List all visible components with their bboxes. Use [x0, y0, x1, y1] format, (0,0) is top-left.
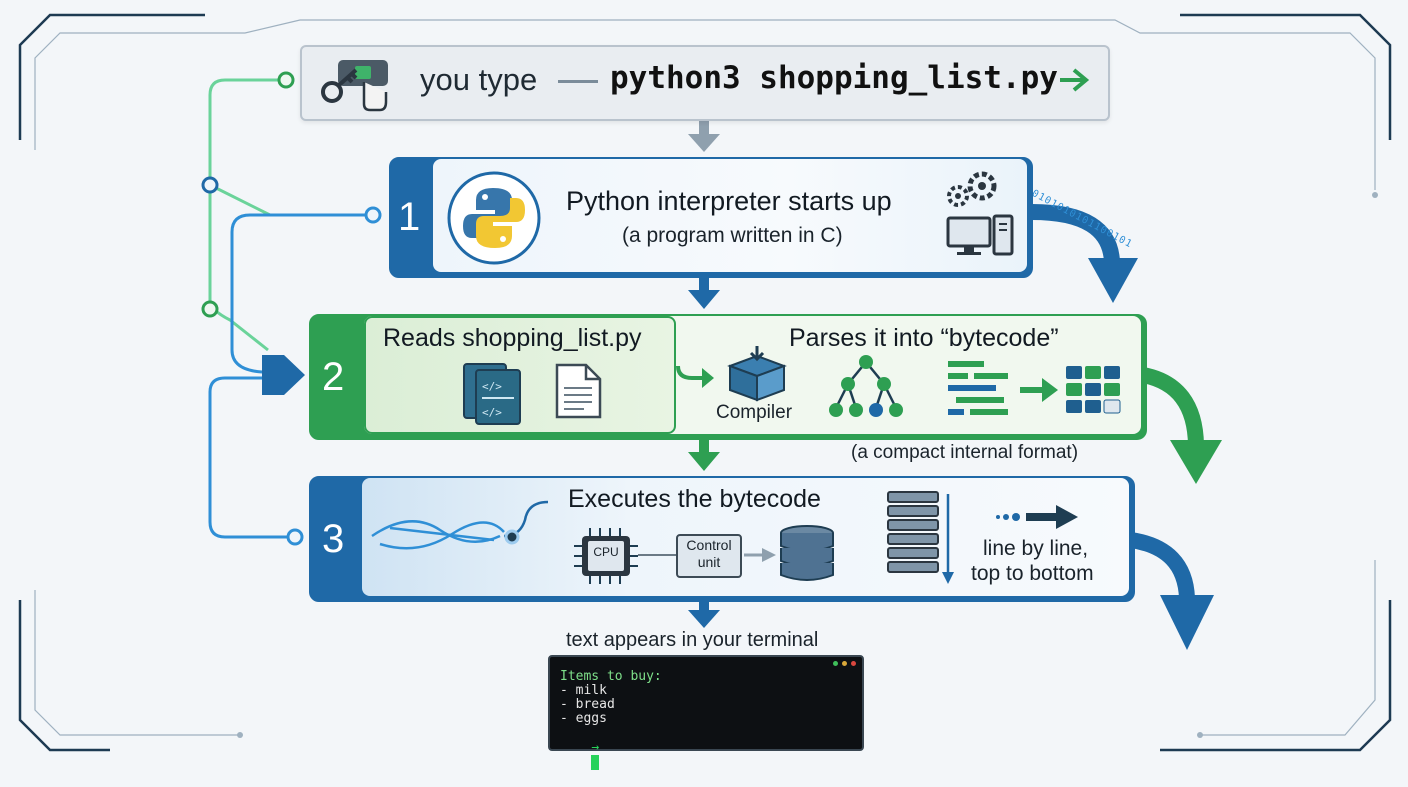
- terminal-dot-red: [851, 661, 856, 666]
- step-3-number: 3: [322, 517, 345, 561]
- step-1-number: 1: [398, 195, 421, 239]
- document-icon: [555, 363, 602, 419]
- instruction-stack-icon: [887, 491, 954, 584]
- terminal-prompt-arrow: →: [591, 740, 600, 755]
- bytecode-note: (a compact internal format): [851, 442, 1079, 463]
- command-code: python3 shopping_list.py: [610, 60, 1058, 96]
- terminal-line: - eggs: [560, 711, 607, 726]
- step-1-title: Python interpreter starts up: [566, 186, 892, 216]
- cpu-label: CPU: [593, 545, 619, 559]
- control-label-line-1: Control: [686, 537, 732, 553]
- svg-text:</>: </>: [482, 380, 502, 393]
- terminal-line: - milk: [560, 683, 607, 698]
- compiler-label: Compiler: [716, 402, 793, 423]
- terminal-prompt[interactable]: →: [560, 725, 600, 787]
- step-2-read-title: Reads shopping_list.py: [383, 324, 642, 352]
- signal-flow-icon: [371, 500, 549, 550]
- cpu-chip-icon: [574, 528, 638, 584]
- command-bar: [300, 45, 1110, 121]
- output-caption: text appears in your terminal: [566, 629, 819, 651]
- database-icon: [780, 525, 834, 581]
- order-line-2: top to bottom: [971, 562, 1094, 585]
- control-unit-box: [676, 534, 742, 578]
- command-prefix: you type: [420, 62, 538, 97]
- to-grid-arrow-icon: [1020, 378, 1058, 402]
- step-3-panel: [362, 478, 1129, 596]
- step-3-title: Executes the bytecode: [568, 485, 821, 513]
- compiler-box-icon: [727, 346, 787, 402]
- step-2-parse-title: Parses it into “bytecode”: [789, 324, 1059, 352]
- key-typing-icon: [321, 60, 388, 112]
- python-logo-icon: [447, 171, 541, 265]
- step-1-subtitle: (a program written in C): [622, 224, 843, 247]
- flow-arrows: [688, 118, 720, 628]
- connector-nodes: [201, 71, 382, 546]
- step-2-number: 2: [322, 355, 345, 399]
- syntax-tree-icon: [829, 355, 903, 417]
- arrow-right-icon: [1060, 68, 1090, 92]
- command-dash: [558, 80, 598, 83]
- computer-gears-icon: [946, 171, 1014, 256]
- parse-arrow-icon: [676, 365, 714, 388]
- code-file-icon: </> </>: [463, 363, 521, 425]
- control-unit-label: Control unit: [676, 537, 742, 571]
- terminal-cursor: [591, 755, 600, 770]
- bytecode-grid-icon: [1066, 366, 1121, 414]
- terminal-window: Items to buy: - milk - bread - eggs →: [548, 655, 864, 770]
- control-label-line-2: unit: [697, 554, 721, 570]
- cpu-to-control-line: [638, 554, 676, 556]
- terminal-line: Items to buy:: [560, 669, 662, 684]
- terminal-dot-green: [833, 661, 838, 666]
- bytecode-lines-icon: [948, 361, 1008, 415]
- terminal-controls: [833, 661, 856, 666]
- next-line-arrow-icon: [996, 505, 1078, 529]
- terminal-line: - bread: [560, 697, 615, 712]
- circuit-frame: [18, 13, 1392, 752]
- terminal-dot-yellow: [842, 661, 847, 666]
- svg-text:</>: </>: [482, 406, 502, 419]
- order-line-1: line by line,: [983, 537, 1089, 560]
- control-to-memory-arrow: [744, 548, 776, 562]
